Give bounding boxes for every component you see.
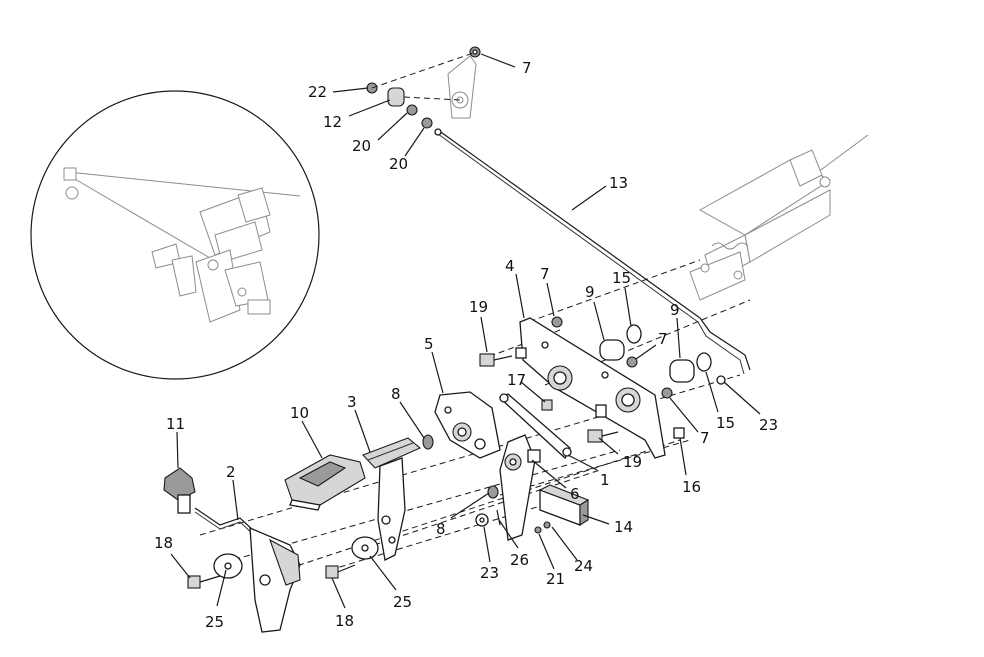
callout-15-second: 15 (716, 414, 735, 432)
callout-11: 11 (166, 415, 185, 433)
callout-5: 5 (424, 335, 434, 353)
callout-22: 22 (308, 83, 327, 101)
callout-3: 3 (347, 393, 357, 411)
callout-6: 6 (570, 485, 580, 503)
pedal-pad-10 (284, 454, 366, 511)
small-parts-lower (475, 509, 501, 527)
callout-23: 23 (759, 416, 778, 434)
rear-frame-ghost (689, 134, 869, 301)
callout-23-second: 23 (480, 564, 499, 582)
callout-7-lower: 7 (700, 429, 710, 447)
washers-bolts (187, 536, 379, 589)
top-lever (366, 46, 481, 129)
leader-lines (170, 53, 761, 609)
callout-12: 12 (323, 113, 342, 131)
switch-14 (534, 484, 590, 534)
plate-4 (515, 317, 666, 459)
callout-20: 20 (352, 137, 371, 155)
callout-15: 15 (612, 269, 631, 287)
pedal-11 (163, 467, 196, 514)
callout-20-second: 20 (389, 155, 408, 173)
callout-14: 14 (614, 518, 633, 536)
callout-26: 26 (510, 551, 529, 569)
callout-18-second: 18 (335, 612, 354, 630)
overview-inset (30, 90, 320, 380)
callout-25: 25 (205, 613, 224, 631)
callout-8: 8 (391, 385, 401, 403)
callout-9-second: 9 (670, 301, 680, 319)
bushings (551, 316, 726, 439)
callout-19: 19 (469, 298, 488, 316)
callout-2: 2 (226, 463, 236, 481)
pedal-3 (362, 437, 422, 561)
callout-10: 10 (290, 404, 309, 422)
callout-24: 24 (574, 557, 593, 575)
callout-7-bushing: 7 (658, 330, 668, 348)
plate-5 (422, 391, 501, 459)
callout-19-second: 19 (623, 453, 642, 471)
callout-13: 13 (609, 174, 628, 192)
bracket-2 (194, 507, 301, 633)
callout-18: 18 (154, 534, 173, 552)
link-1 (498, 393, 572, 460)
bolts (479, 353, 619, 443)
callout-25-second: 25 (393, 593, 412, 611)
callout-7: 7 (522, 59, 532, 77)
lever-6 (487, 434, 541, 541)
callout-9: 9 (585, 283, 595, 301)
callout-7-plate: 7 (540, 265, 550, 283)
callout-8-second: 8 (436, 520, 446, 538)
callout-1: 1 (600, 471, 610, 489)
rod-13 (434, 128, 751, 375)
callout-labels: 22 12 20 20 7 13 4 7 9 15 9 7 19 5 17 15… (154, 59, 778, 631)
callout-21: 21 (546, 570, 565, 588)
callout-16: 16 (682, 478, 701, 496)
callout-17: 17 (507, 371, 526, 389)
callout-4: 4 (505, 257, 515, 275)
